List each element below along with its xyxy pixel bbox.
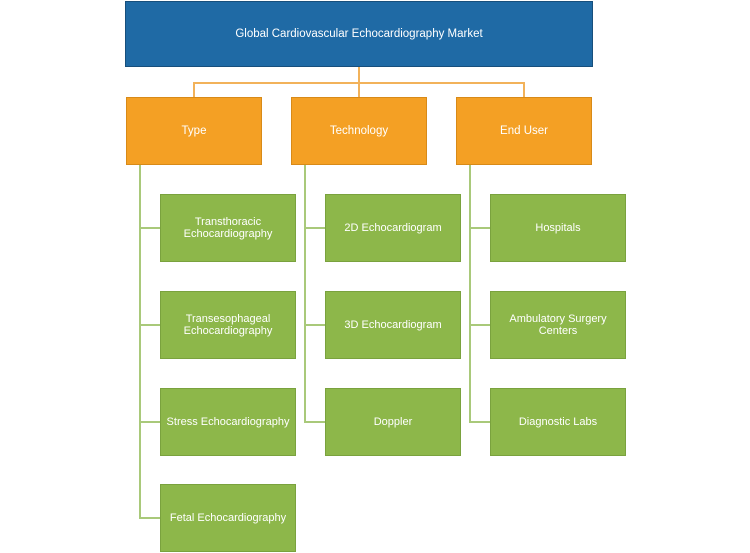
root-label: Global Cardiovascular Echocardiography M… <box>235 28 483 40</box>
connector-type-spine <box>139 165 141 519</box>
connector-to-technology <box>358 82 360 98</box>
leaf-transesophageal: Transesophageal Echocardiography <box>160 291 296 359</box>
leaf-transthoracic: Transthoracic Echocardiography <box>160 194 296 262</box>
root-node: Global Cardiovascular Echocardiography M… <box>125 1 593 67</box>
leaf-transesophageal-label: Transesophageal Echocardiography <box>183 313 273 337</box>
connector-end-user-spine <box>469 165 471 423</box>
leaf-stress: Stress Echocardiography <box>160 388 296 456</box>
connector-type-item-4 <box>139 517 161 519</box>
connector-technology-item-3 <box>304 421 326 423</box>
connector-type-item-1 <box>139 227 161 229</box>
connector-technology-item-2 <box>304 324 326 326</box>
leaf-3d-echocardiogram-label: 3D Echocardiogram <box>344 319 442 331</box>
leaf-transthoracic-label: Transthoracic Echocardiography <box>183 216 273 240</box>
leaf-diagnostic-labs-label: Diagnostic Labs <box>518 416 598 428</box>
connector-to-end-user <box>523 82 525 98</box>
leaf-2d-echocardiogram: 2D Echocardiogram <box>325 194 461 262</box>
leaf-doppler-label: Doppler <box>373 416 413 428</box>
category-technology-label: Technology <box>329 125 389 137</box>
category-type: Type <box>126 97 262 165</box>
leaf-fetal: Fetal Echocardiography <box>160 484 296 552</box>
category-technology: Technology <box>291 97 427 165</box>
leaf-diagnostic-labs: Diagnostic Labs <box>490 388 626 456</box>
connector-to-type <box>193 82 195 98</box>
category-type-label: Type <box>181 125 207 137</box>
connector-end-user-item-2 <box>469 324 491 326</box>
leaf-hospitals: Hospitals <box>490 194 626 262</box>
leaf-3d-echocardiogram: 3D Echocardiogram <box>325 291 461 359</box>
connector-technology-item-1 <box>304 227 326 229</box>
connector-root-stem <box>358 67 360 83</box>
category-end-user: End User <box>456 97 592 165</box>
leaf-ambulatory-surgery-centers: Ambulatory Surgery Centers <box>490 291 626 359</box>
connector-technology-spine <box>304 165 306 423</box>
leaf-hospitals-label: Hospitals <box>535 222 581 234</box>
leaf-doppler: Doppler <box>325 388 461 456</box>
connector-type-item-2 <box>139 324 161 326</box>
leaf-stress-label: Stress Echocardiography <box>166 416 290 428</box>
category-end-user-label: End User <box>500 125 548 137</box>
connector-type-item-3 <box>139 421 161 423</box>
connector-end-user-item-3 <box>469 421 491 423</box>
leaf-2d-echocardiogram-label: 2D Echocardiogram <box>344 222 442 234</box>
connector-end-user-item-1 <box>469 227 491 229</box>
leaf-fetal-label: Fetal Echocardiography <box>169 512 287 524</box>
leaf-ambulatory-surgery-centers-label: Ambulatory Surgery Centers <box>509 313 607 337</box>
